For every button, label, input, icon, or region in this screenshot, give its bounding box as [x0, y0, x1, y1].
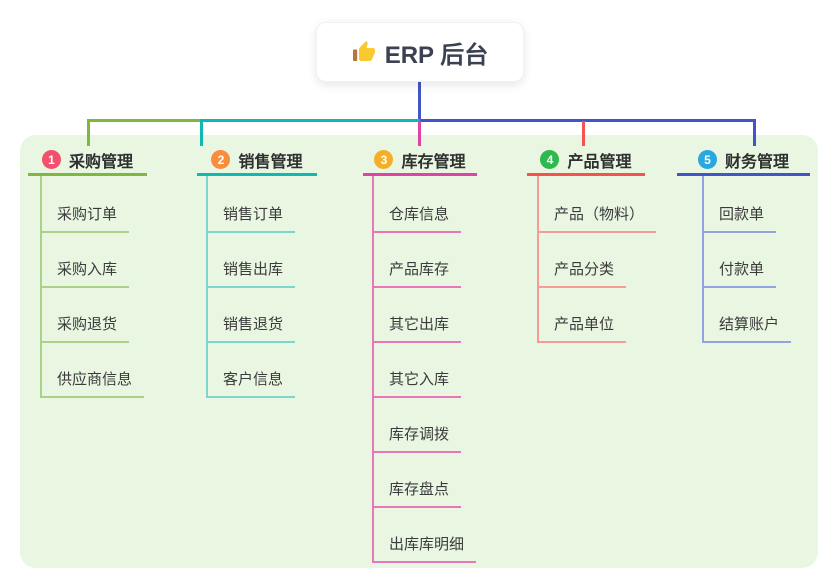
mindmap-node[interactable]: 销售订单	[206, 205, 296, 233]
mindmap-node[interactable]: 销售出库	[206, 260, 296, 288]
branch-header-purchase[interactable]: 1 采购管理	[28, 146, 147, 176]
branch-title: 采购管理	[68, 153, 133, 171]
mindmap-node[interactable]: 产品单位	[537, 315, 627, 343]
mindmap-node[interactable]: 销售退货	[206, 315, 296, 343]
mindmap-node[interactable]: 采购订单	[40, 205, 130, 233]
mindmap-node[interactable]: 产品分类	[537, 260, 627, 288]
badge-4: 4	[540, 150, 560, 169]
mindmap-node[interactable]: 出库库明细	[372, 535, 477, 563]
connector-h-purchase	[87, 119, 201, 122]
badge-5: 5	[697, 150, 717, 169]
branch-title: 库存管理	[401, 153, 466, 171]
connector-drop-finance	[753, 121, 756, 146]
connector-children-product	[537, 176, 539, 343]
connector-children-finance	[702, 176, 704, 343]
mindmap-node[interactable]: 仓库信息	[372, 205, 462, 233]
badge-1: 1	[41, 150, 61, 169]
connector-drop-purchase	[87, 121, 90, 146]
branch-title: 财务管理	[724, 153, 789, 171]
connector-drop-product	[582, 121, 585, 146]
mindmap-node[interactable]: 产品库存	[372, 260, 462, 288]
connector-drop-inventory	[418, 121, 421, 146]
branch-header-finance[interactable]: 5 财务管理	[677, 146, 810, 176]
connector-root-drop	[418, 82, 421, 120]
branch-header-sales[interactable]: 2 销售管理	[197, 146, 317, 176]
root-node[interactable]: ERP 后台	[316, 22, 524, 82]
thumbs-up-icon	[352, 40, 376, 64]
connector-children-inventory	[372, 176, 374, 563]
mindmap-node[interactable]: 回款单	[702, 205, 777, 233]
mindmap-node[interactable]: 供应商信息	[40, 370, 145, 398]
mindmap-node[interactable]: 付款单	[702, 260, 777, 288]
badge-3: 3	[374, 150, 394, 169]
root-label: ERP 后台	[384, 41, 489, 69]
connector-h-finance	[420, 119, 756, 122]
connector-drop-sales	[200, 121, 203, 146]
branch-title: 销售管理	[238, 153, 303, 171]
branch-title: 产品管理	[567, 153, 632, 171]
branches-panel	[20, 135, 818, 568]
mindmap-node[interactable]: 采购退货	[40, 315, 130, 343]
branch-header-product[interactable]: 4 产品管理	[527, 146, 645, 176]
branch-header-inventory[interactable]: 3 库存管理	[363, 146, 477, 176]
mindmap-node[interactable]: 库存调拨	[372, 425, 462, 453]
mindmap-node[interactable]: 采购入库	[40, 260, 130, 288]
mindmap-node[interactable]: 其它出库	[372, 315, 462, 343]
mindmap-node[interactable]: 客户信息	[206, 370, 296, 398]
mindmap-node[interactable]: 产品（物料）	[537, 205, 657, 233]
mindmap-node[interactable]: 库存盘点	[372, 480, 462, 508]
connector-h-sales	[200, 119, 420, 122]
mindmap-node[interactable]: 其它入库	[372, 370, 462, 398]
badge-2: 2	[211, 150, 231, 169]
mindmap-node[interactable]: 结算账户	[702, 315, 792, 343]
